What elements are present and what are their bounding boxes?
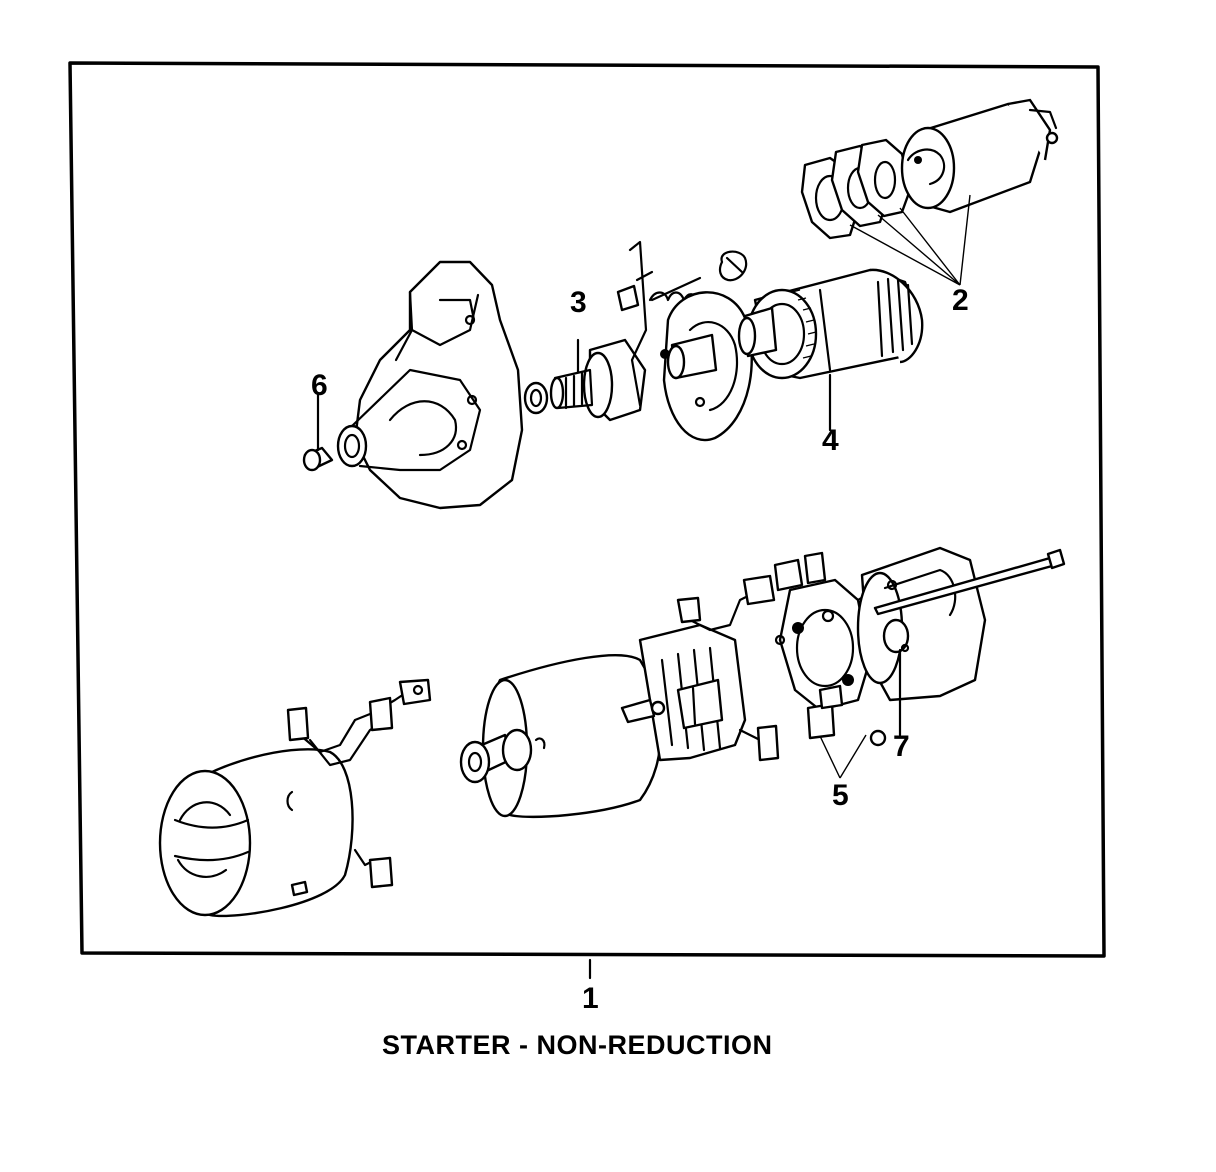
motor-yoke: [459, 574, 780, 819]
drive-end-housing: [336, 260, 524, 510]
stop-ring: [523, 381, 549, 415]
armature: [737, 268, 924, 432]
callout-4: 4: [822, 424, 839, 457]
field-frame: [158, 678, 432, 918]
through-bolt: [873, 548, 1066, 616]
callout-3: 3: [570, 286, 587, 319]
center-plate: [660, 291, 753, 442]
brush-holder: [773, 551, 887, 747]
callout-5: 5: [832, 779, 849, 812]
solenoid-gaskets: [800, 138, 912, 240]
callout-5-leaders: [819, 734, 867, 779]
drive-clutch: [549, 338, 647, 422]
callout-6: 6: [311, 369, 328, 402]
callout-2-leaders: [849, 194, 971, 286]
callout-2: 2: [952, 284, 969, 317]
diagram-frame: [68, 61, 1106, 958]
front-bushing: [302, 393, 334, 472]
solenoid: [900, 98, 1059, 214]
retaining-clip: [718, 250, 748, 282]
diagram-caption: STARTER - NON-REDUCTION: [382, 1030, 772, 1060]
callout-1: 1: [582, 982, 599, 1015]
callout-7: 7: [893, 730, 910, 763]
commutator-end-frame: [856, 546, 987, 737]
